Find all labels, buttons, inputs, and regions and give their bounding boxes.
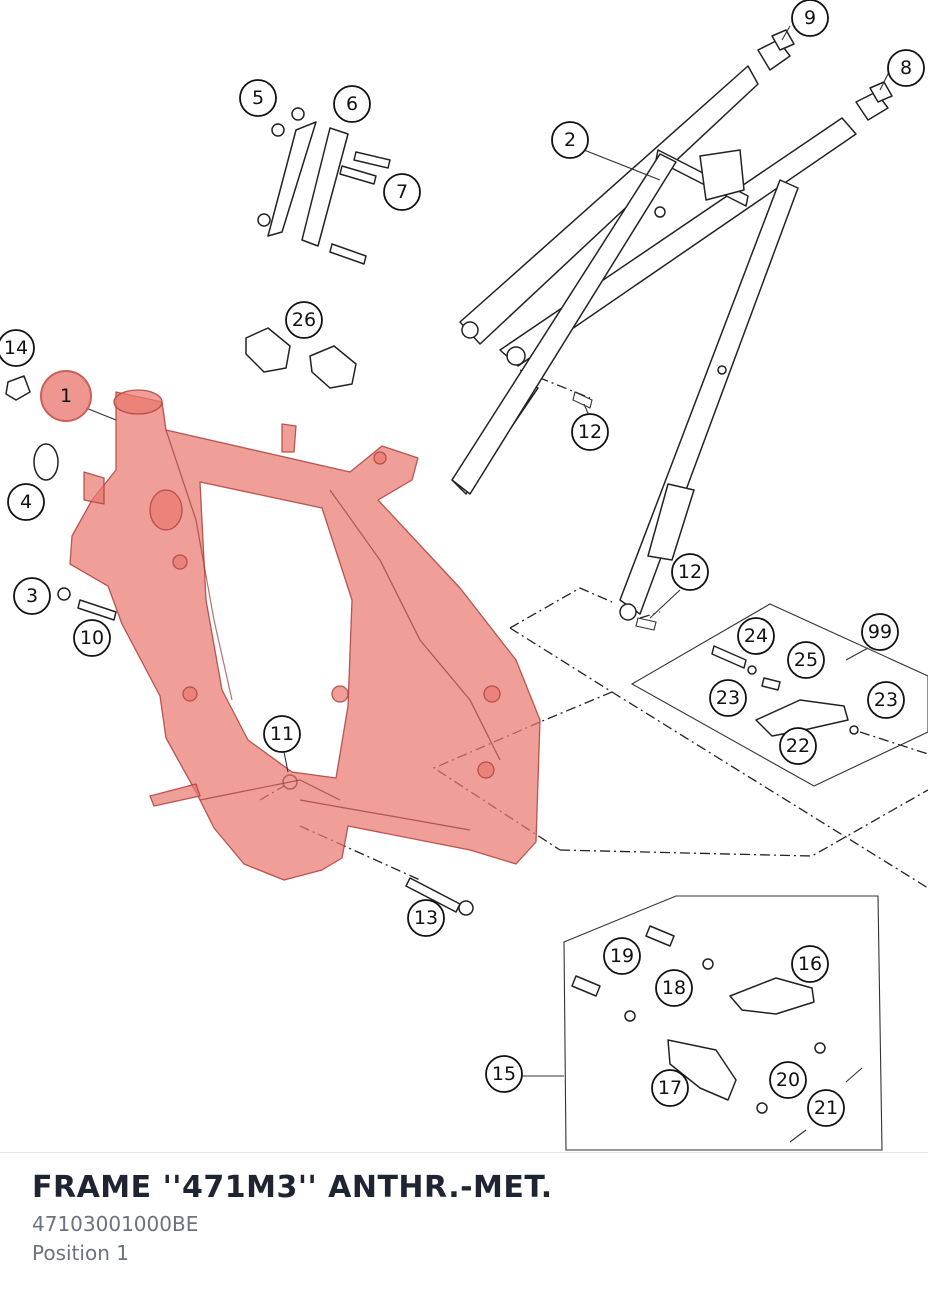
callout-label: 22 [786,735,810,757]
callout-26[interactable]: 26 [285,301,323,339]
callout-label: 8 [900,57,912,79]
callout-15[interactable]: 15 [485,1055,523,1093]
callout-99[interactable]: 99 [861,613,899,651]
callout-8[interactable]: 8 [887,49,925,87]
callout-10[interactable]: 10 [73,619,111,657]
callout-label: 19 [610,945,634,967]
callout-7[interactable]: 7 [383,173,421,211]
callout-label: 21 [814,1097,838,1119]
main-frame-highlighted[interactable] [69,389,541,881]
callout-12b[interactable]: 12 [671,553,709,591]
callout-3[interactable]: 3 [13,577,51,615]
parts-box-15[interactable] [563,895,883,1151]
callout-label: 5 [252,87,264,109]
callout-19[interactable]: 19 [603,937,641,975]
callout-4[interactable]: 4 [7,483,45,521]
callout-label: 11 [270,723,294,745]
callout-label: 17 [658,1077,682,1099]
callout-label: 20 [776,1069,800,1091]
callout-bubbles: 1 2 3 4 5 6 7 8 9 10 11 12 12 13 14 15 1… [0,0,925,1127]
exploded-parts-diagram: 1 2 3 4 5 6 7 8 9 10 11 12 12 13 14 15 1… [0,0,928,1151]
callout-label: 10 [80,627,104,649]
callout-label: 4 [20,491,32,513]
callout-12a[interactable]: 12 [571,413,609,451]
callout-25[interactable]: 25 [787,641,825,679]
callout-label: 12 [578,421,602,443]
callout-label: 2 [564,129,576,151]
callout-label: 1 [60,385,72,407]
callout-label: 12 [678,561,702,583]
callout-13[interactable]: 13 [407,899,445,937]
callout-label: 6 [346,93,358,115]
part-info-panel: FRAME ''471M3'' ANTHR.-MET. 47103001000B… [32,1166,892,1268]
callout-label: 26 [292,309,316,331]
parts-box-99[interactable] [630,603,928,787]
part-title: FRAME ''471M3'' ANTHR.-MET. [32,1170,553,1205]
callout-11[interactable]: 11 [263,715,301,753]
callout-label: 16 [798,953,822,975]
callout-20[interactable]: 20 [769,1061,807,1099]
callout-1[interactable]: 1 [40,370,92,422]
callout-label: 99 [868,621,892,643]
callout-label: 23 [716,687,740,709]
callout-16[interactable]: 16 [791,945,829,983]
callout-label: 13 [414,907,438,929]
callout-18[interactable]: 18 [655,969,693,1007]
callout-label: 7 [396,181,408,203]
callout-22[interactable]: 22 [779,727,817,765]
rear-subframe[interactable] [451,29,893,631]
divider [0,1152,928,1153]
callout-label: 9 [804,7,816,29]
leader-lines [85,25,891,1077]
callout-2[interactable]: 2 [551,121,589,159]
callout-23a[interactable]: 23 [709,679,747,717]
callout-23b[interactable]: 23 [867,681,905,719]
callout-label: 25 [794,649,818,671]
callout-label: 15 [492,1063,516,1085]
callout-21[interactable]: 21 [807,1089,845,1127]
top-brackets[interactable] [257,107,391,265]
callout-label: 3 [26,585,38,607]
part-position: Position 1 [32,1241,129,1265]
callout-label: 24 [744,625,768,647]
callout-label: 23 [874,689,898,711]
callout-17[interactable]: 17 [651,1069,689,1107]
part-number: 47103001000BE [32,1212,199,1236]
callout-9[interactable]: 9 [791,0,829,37]
callout-5[interactable]: 5 [239,79,277,117]
callout-label: 14 [4,337,28,359]
callout-14[interactable]: 14 [0,329,35,367]
callout-6[interactable]: 6 [333,85,371,123]
callout-24[interactable]: 24 [737,617,775,655]
callout-label: 18 [662,977,686,999]
